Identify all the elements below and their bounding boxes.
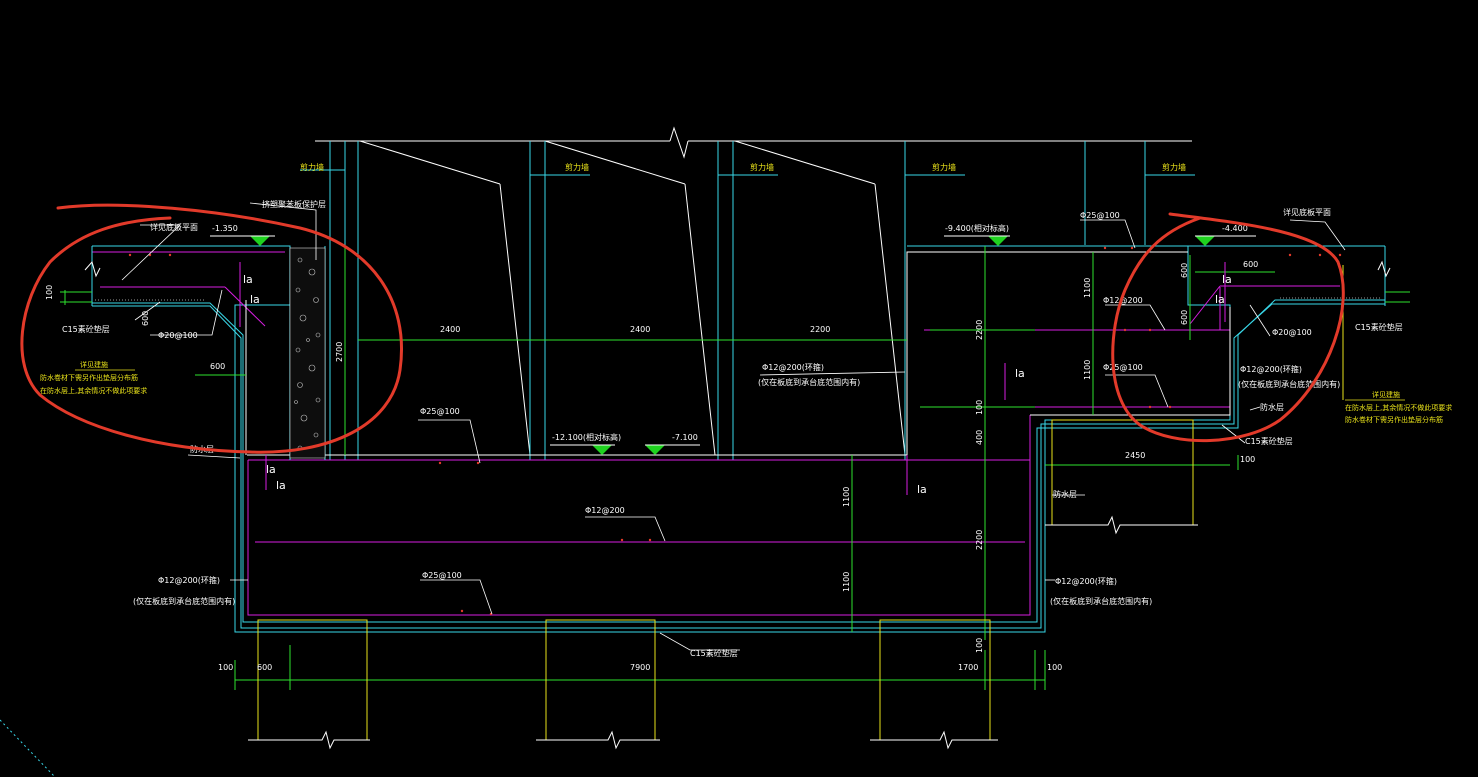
dim-400: 400 — [975, 430, 984, 445]
dim-bottom-100-right: 100 — [1047, 663, 1062, 672]
waterproof-right: 防水层 — [1260, 402, 1284, 412]
dim-600-left: 600 — [210, 362, 225, 371]
waterproof-low-right: 防水层 — [1053, 489, 1077, 499]
left-note-title: 详见建施 — [80, 360, 108, 369]
red-ellipse-left — [20, 203, 403, 454]
dim-2200-mid: 2200 — [975, 530, 984, 550]
leader-lines — [121, 202, 1346, 651]
rebar-dots — [128, 246, 1342, 616]
left-note-1: 防水卷材下需另作出垫层分布筋 — [40, 373, 138, 382]
rebar-phi12-mid: Φ12@200 — [585, 506, 625, 515]
rebar-phi25-mid: Φ25@100 — [420, 407, 460, 416]
dim-1100-r2: 1100 — [1083, 360, 1092, 380]
left-fill-label: 挤塑聚苯板保护层 — [262, 199, 326, 209]
dim-2700: 2700 — [335, 342, 344, 362]
level-right: -4.400 — [1222, 224, 1248, 233]
dim-2450: 2450 — [1125, 451, 1145, 460]
c15-bottom: C15素砼垫层 — [690, 648, 738, 658]
dim-100-right: 100 — [1240, 455, 1255, 464]
left-fill — [289, 247, 326, 459]
top-wall-lines — [315, 126, 1192, 456]
dim-600-right-side: 600 — [1180, 263, 1189, 278]
c15-right-low: C15素砼垫层 — [1245, 436, 1293, 446]
la-label-5: la — [1015, 367, 1025, 380]
c15-right: C15素砼垫层 — [1355, 322, 1403, 332]
c15-left: C15素砼垫层 — [62, 324, 110, 334]
top-wall-label-4: 剪力墙 — [932, 162, 956, 172]
corner-decor — [0, 719, 56, 777]
la-label-4: la — [1215, 293, 1225, 306]
top-wall-label-2: 剪力墙 — [565, 162, 589, 172]
rebar-phi12-right-c-note: (仅在板底到承台底范围内有) — [1238, 379, 1340, 389]
yellow-note-lines — [75, 369, 1405, 401]
top-wall-texts: 剪力墙 剪力墙 剪力墙 剪力墙 剪力墙 — [300, 162, 1186, 172]
rebar-phi20-right: Φ20@100 — [1272, 328, 1312, 337]
top-wall-label-3: 剪力墙 — [750, 162, 774, 172]
la-label-7: la — [266, 463, 276, 476]
rebar-phi12-ring-note: (仅在板底到承台底范围内有) — [758, 377, 860, 387]
top-wall-label-1: 剪力墙 — [300, 162, 324, 172]
level-markers — [250, 236, 1215, 455]
dim-2400a: 2400 — [440, 325, 460, 334]
rebar-phi12-right-ring: Φ12@200(环箍) — [1055, 576, 1117, 586]
left-note-2: 在防水层上,其余情况不做此项要求 — [40, 386, 147, 395]
right-note-2: 防水卷材下需另作出垫层分布筋 — [1345, 415, 1443, 424]
dim-2200-right: 2200 — [975, 320, 984, 340]
rebar-phi12-left-ring: Φ12@200(环箍) — [158, 575, 220, 585]
rebar-phi12-left-ring-note: (仅在板底到承台底范围内有) — [133, 596, 235, 606]
red-markup — [20, 203, 1345, 454]
right-top-label: 详见底板平面 — [1283, 207, 1331, 217]
dim-bottom-100-left: 100 — [218, 663, 233, 672]
level-bottom-right: -7.100 — [672, 433, 698, 442]
rebar-phi12-right-c: Φ12@200(环箍) — [1240, 364, 1302, 374]
slab-hatch — [95, 297, 1380, 301]
red-ellipse-right — [1111, 212, 1345, 443]
la-label-8: la — [276, 479, 286, 492]
dimension-lines — [60, 245, 1410, 690]
dim-100-bottom-r: 100 — [975, 638, 984, 653]
rebar-phi25-top-right: Φ25@100 — [1080, 211, 1120, 220]
right-note-title: 详见建施 — [1372, 390, 1400, 399]
rebar-phi25-right-b: Φ25@100 — [1103, 363, 1143, 372]
dim-100-mid: 100 — [975, 400, 984, 415]
vertical-dims: 2700 600 600 600 2200 1100 1100 1100 110… — [141, 263, 1189, 653]
rebar-phi25-low: Φ25@100 — [422, 571, 462, 580]
la-label-1: la — [243, 273, 253, 286]
la-label-3: la — [1222, 273, 1232, 286]
pile-breaks — [84, 260, 1391, 750]
dim-bottom-600: 600 — [257, 663, 272, 672]
dim-bottom-7900: 7900 — [630, 663, 650, 672]
la-label-2: la — [250, 293, 260, 306]
piles — [257, 265, 1344, 740]
dim-1100-a: 1100 — [842, 487, 851, 507]
text-annotations: 2400 2400 2200 2450 600 600 100 100 100 … — [45, 199, 1403, 672]
level-left: -1.350 — [212, 224, 238, 233]
level-lines — [210, 235, 1256, 446]
level-bottom-mid: -12.100(相对标高) — [552, 432, 621, 442]
la-markers — [239, 262, 1226, 495]
level-right-mid: -9.400(相对标高) — [945, 223, 1009, 233]
dim-1100-b: 1100 — [842, 572, 851, 592]
rebar-phi20-left: Φ20@100 — [158, 331, 198, 340]
dim-1100-r1: 1100 — [1083, 278, 1092, 298]
dim-bottom-1700: 1700 — [958, 663, 978, 672]
rebar-phi12-right-ring-note: (仅在板底到承台底范围内有) — [1050, 596, 1152, 606]
dim-2400b: 2400 — [630, 325, 650, 334]
right-note-1: 在防水层上,其余情况不做此项要求 — [1345, 403, 1452, 412]
rebar-phi12-right-a: Φ12@200 — [1103, 296, 1143, 305]
rebar-phi12-ring: Φ12@200(环箍) — [762, 362, 824, 372]
dim-600-right-top: 600 — [1243, 260, 1258, 269]
la-label-6: la — [917, 483, 927, 496]
dim-100-left: 100 — [45, 285, 54, 300]
dim-600-left-side: 600 — [141, 311, 150, 326]
dim-600-right-side2: 600 — [1180, 310, 1189, 325]
dim-2200: 2200 — [810, 325, 830, 334]
left-top-label: 详见底板平面 — [150, 222, 198, 232]
top-wall-label-5: 剪力墙 — [1162, 162, 1186, 172]
yellow-notes: 详见建施 防水卷材下需另作出垫层分布筋 在防水层上,其余情况不做此项要求 详见建… — [40, 360, 1452, 424]
